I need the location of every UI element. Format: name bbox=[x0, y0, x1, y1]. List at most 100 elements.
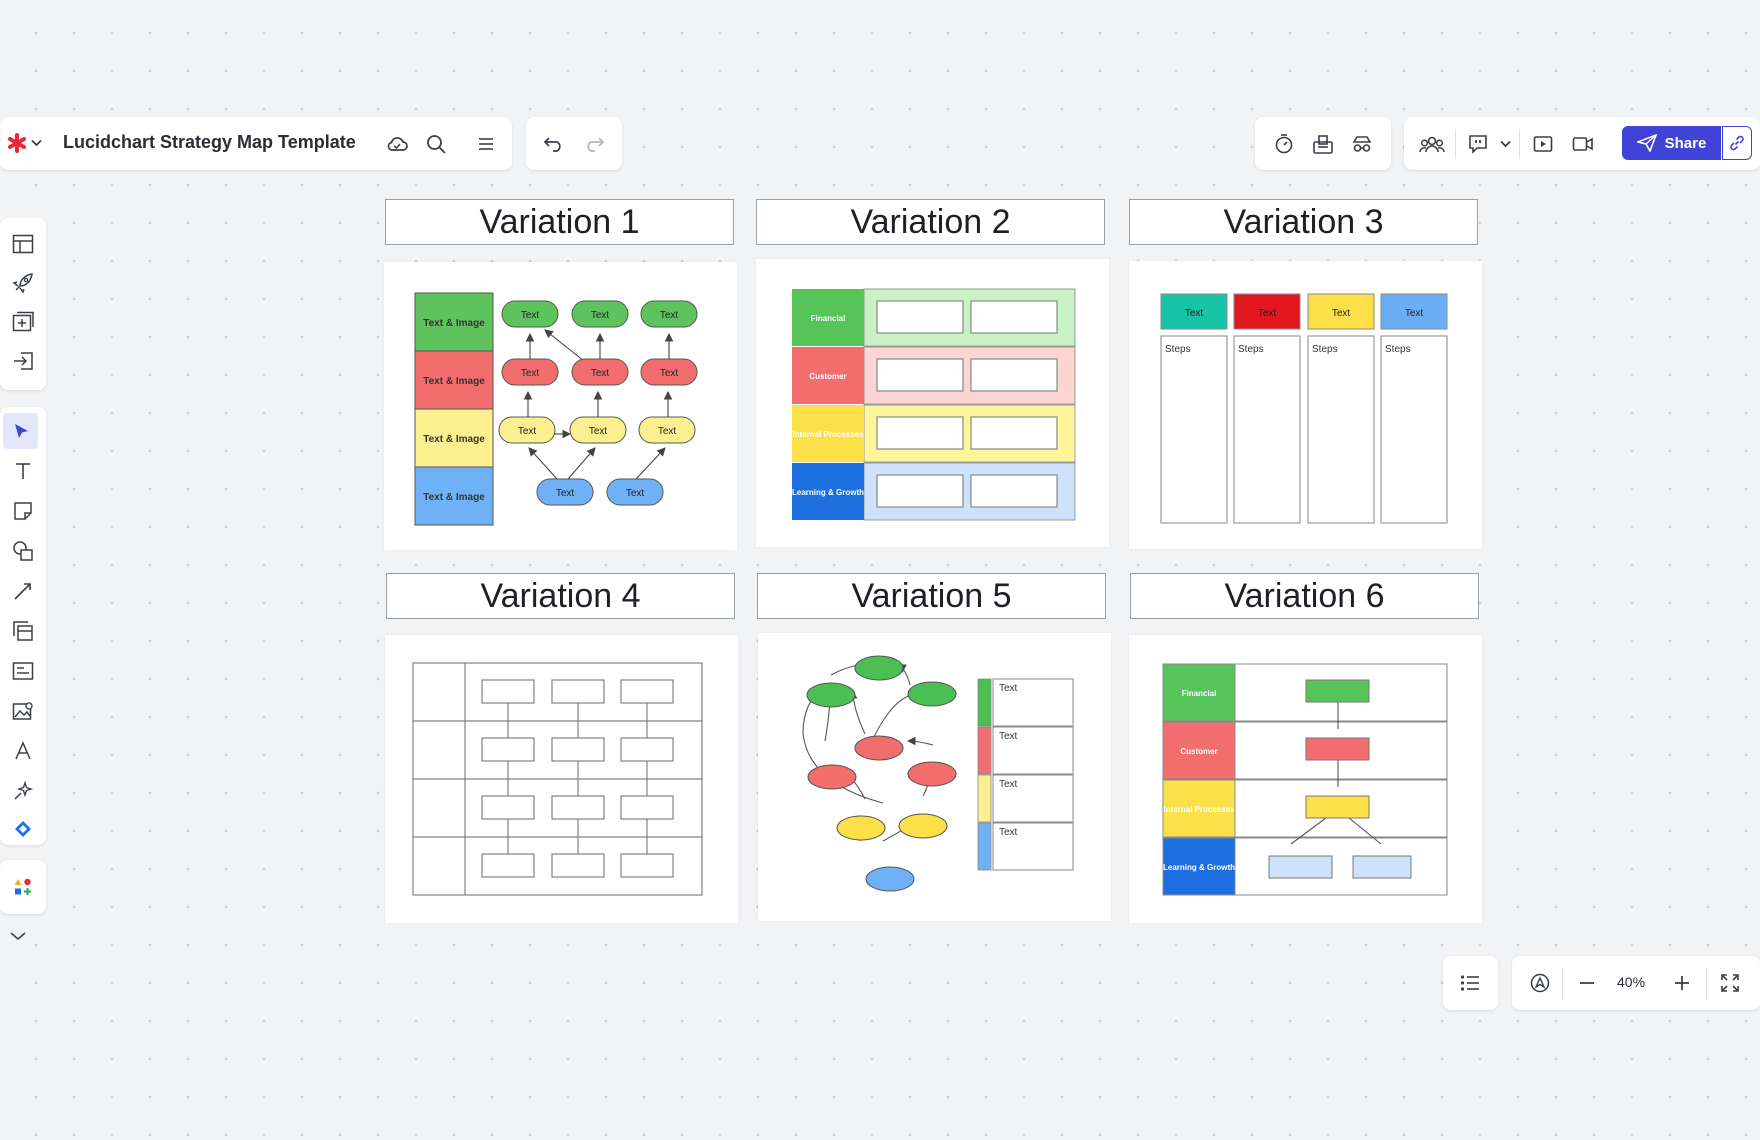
variation-1-card[interactable]: Text & Image Text & Image Text & Image T… bbox=[384, 262, 737, 550]
v4-box bbox=[481, 795, 535, 820]
v1-arrow bbox=[567, 447, 596, 480]
sidebar-top-group bbox=[0, 218, 46, 390]
v3-header bbox=[1307, 293, 1375, 330]
v1-node-label: Text bbox=[591, 368, 610, 379]
v6-node bbox=[1305, 679, 1370, 703]
v4-connectors bbox=[507, 682, 648, 873]
v1-node-label: Text bbox=[660, 368, 679, 379]
video-call-icon[interactable] bbox=[1570, 131, 1596, 157]
v6-labels: Financial Customer Internal Processes Le… bbox=[1163, 689, 1235, 872]
v5-node bbox=[907, 761, 957, 787]
v1-node-label: Text bbox=[658, 426, 677, 437]
navigation-icon[interactable] bbox=[1527, 970, 1553, 996]
v3-header-label: Text bbox=[1405, 308, 1424, 319]
redo-icon[interactable] bbox=[581, 131, 607, 157]
v5-legend-box bbox=[992, 774, 1074, 823]
v3-header bbox=[1160, 293, 1228, 330]
undo-redo-toolbar bbox=[526, 117, 622, 170]
v5-legend-swatch bbox=[977, 822, 992, 871]
variation-6-title[interactable]: Variation 6 bbox=[1130, 573, 1479, 619]
menu-icon[interactable] bbox=[473, 131, 499, 157]
undo-icon[interactable] bbox=[541, 131, 567, 157]
fit-to-screen-icon[interactable] bbox=[1717, 970, 1743, 996]
v6-row-label: Customer bbox=[1180, 747, 1217, 756]
present-icon[interactable] bbox=[1530, 131, 1556, 157]
v5-node bbox=[836, 815, 886, 841]
zoom-out-icon[interactable] bbox=[1574, 970, 1600, 996]
copy-link-button[interactable] bbox=[1722, 126, 1752, 160]
rocket-icon[interactable] bbox=[0, 265, 46, 301]
ai-magic-icon[interactable] bbox=[0, 773, 46, 809]
cloud-saved-icon[interactable] bbox=[384, 131, 410, 157]
shape-library-icon[interactable] bbox=[0, 869, 46, 905]
v4-box bbox=[481, 853, 535, 878]
v5-node bbox=[806, 682, 856, 708]
timer-icon[interactable] bbox=[1271, 131, 1297, 157]
collaborators-icon[interactable] bbox=[1418, 131, 1446, 157]
v2-cell bbox=[970, 416, 1058, 450]
voting-icon[interactable] bbox=[1310, 131, 1336, 157]
v5-legend-label: Text bbox=[999, 779, 1018, 790]
sticky-note-icon[interactable] bbox=[0, 493, 46, 529]
text-tool-icon[interactable] bbox=[0, 453, 46, 489]
send-icon bbox=[1636, 134, 1657, 152]
v2-label-box bbox=[792, 347, 864, 404]
variation-1-title[interactable]: Variation 1 bbox=[385, 199, 734, 245]
outline-panel bbox=[1443, 956, 1498, 1010]
variation-5-card[interactable]: Text Text Text Text bbox=[758, 633, 1111, 921]
select-tool-icon[interactable] bbox=[3, 413, 38, 449]
v2-label-box bbox=[792, 405, 864, 462]
v6-node bbox=[1305, 737, 1370, 761]
zoom-level[interactable]: 40% bbox=[1617, 974, 1646, 990]
pen-tool-icon[interactable] bbox=[0, 733, 46, 769]
v1-node-label: Text bbox=[591, 310, 610, 321]
import-icon[interactable] bbox=[0, 343, 46, 379]
line-tool-icon[interactable] bbox=[0, 573, 46, 609]
sidebar-collapse-chevron-icon[interactable] bbox=[6, 924, 30, 948]
v1-arrow bbox=[544, 329, 585, 362]
frame-tool-icon[interactable] bbox=[0, 613, 46, 649]
comment-icon[interactable] bbox=[1465, 131, 1491, 157]
image-tool-icon[interactable] bbox=[0, 693, 46, 729]
variation-5-title[interactable]: Variation 5 bbox=[757, 573, 1106, 619]
variation-4-title[interactable]: Variation 4 bbox=[386, 573, 735, 619]
chevron-down-icon[interactable] bbox=[29, 135, 43, 151]
v3-header-label: Text bbox=[1332, 308, 1351, 319]
v6-node bbox=[1268, 855, 1333, 879]
variation-2-title[interactable]: Variation 2 bbox=[756, 199, 1105, 245]
collaboration-toolbar bbox=[1255, 117, 1391, 170]
integrations-icon[interactable] bbox=[0, 811, 46, 847]
templates-icon[interactable] bbox=[0, 226, 46, 262]
variation-3-card[interactable]: Text Text Text Text Steps Steps Steps St… bbox=[1129, 261, 1482, 549]
v1-arrow bbox=[635, 447, 666, 480]
variation-6-card[interactable]: Financial Customer Internal Processes Le… bbox=[1129, 635, 1482, 923]
v1-row-box bbox=[414, 408, 494, 468]
variation-1-diagram: Text & Image Text & Image Text & Image T… bbox=[414, 292, 698, 526]
v3-header-label: Text bbox=[1258, 308, 1277, 319]
v5-legend-label: Text bbox=[999, 683, 1018, 694]
v5-legend-label: Text bbox=[999, 827, 1018, 838]
sidebar-tools-group bbox=[0, 407, 46, 845]
v1-node bbox=[640, 300, 698, 328]
v4-box bbox=[551, 679, 605, 704]
variation-3-title[interactable]: Variation 3 bbox=[1129, 199, 1478, 245]
v3-headers bbox=[1160, 293, 1448, 330]
variation-2-card[interactable]: Financial Customer Internal Processes Le… bbox=[756, 259, 1109, 547]
share-button[interactable]: Share bbox=[1622, 126, 1721, 160]
variation-4-card[interactable] bbox=[385, 635, 738, 923]
zoom-in-icon[interactable] bbox=[1669, 970, 1695, 996]
list-icon[interactable] bbox=[1457, 970, 1483, 996]
link-icon bbox=[1730, 135, 1744, 151]
document-title[interactable]: Lucidchart Strategy Map Template bbox=[63, 132, 356, 152]
add-container-icon[interactable] bbox=[0, 304, 46, 340]
lucid-logo-icon[interactable] bbox=[6, 132, 28, 154]
chevron-down-icon[interactable] bbox=[1498, 135, 1512, 153]
table-tool-icon[interactable] bbox=[0, 653, 46, 689]
shapes-icon[interactable] bbox=[0, 533, 46, 569]
v2-cell bbox=[970, 474, 1058, 508]
v2-cells bbox=[876, 300, 1058, 508]
variation-3-diagram: Text Text Text Text Steps Steps Steps St… bbox=[1160, 293, 1448, 524]
private-mode-icon[interactable] bbox=[1349, 131, 1375, 157]
search-icon[interactable] bbox=[423, 131, 449, 157]
v5-legend-box bbox=[992, 726, 1074, 775]
